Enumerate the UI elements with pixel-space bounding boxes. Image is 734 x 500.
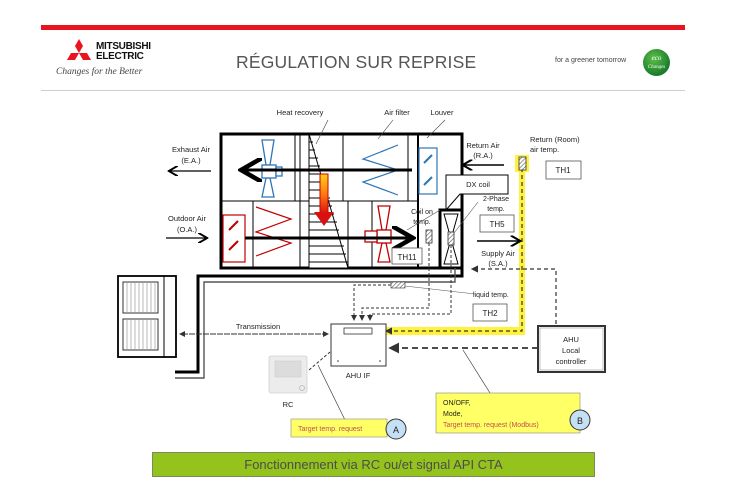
th5-box [479,214,515,233]
two-phase-label-1: 2-Phase [483,196,509,203]
refrigerant-pipes [175,264,476,379]
louver-icon [418,147,438,195]
callout-b-line-1: ON/OFF, [443,400,471,407]
ahu-local-label-3: controller [556,357,587,366]
callout-b: ON/OFF, Mode, Target temp. request (Modb… [435,392,591,434]
supply-air-label: Supply Air [481,249,515,258]
three-diamonds-icon [67,39,91,60]
slogan: for a greener tomorrow [555,57,627,64]
brand-line-2: ELECTRIC [96,51,144,62]
transmission-label: Transmission [236,322,280,331]
coil-on-sensor [425,229,433,244]
sensor-signal-lines [351,243,452,321]
th11-label: TH11 [398,253,418,262]
louver-label: Louver [431,108,454,117]
preheat-coil-icon [254,206,293,257]
brand-line-1: MITSUBISHI [96,41,151,52]
outdoor-damper-icon [222,214,246,263]
outdoor-air-label: Outdoor Air [168,214,206,223]
ahu-interface-box: AHU IF [330,323,387,380]
ahu-unit: TH11 Coil on temp. [219,132,464,270]
eco-text: eco [651,54,662,62]
th1-box [545,160,582,180]
heat-recovery-label: Heat recovery [277,108,324,117]
brand-tagline: Changes for the Better [56,67,143,77]
liquid-temp-label: liquid temp. [473,292,509,299]
footer-caption: Fonctionnement via RC ou/et signal API C… [152,452,595,477]
exhaust-air-label: Exhaust Air [172,145,210,154]
return-temp-sensor [518,156,527,171]
return-room-temp-label-2: air temp. [530,145,559,154]
ahu-local-label-2: Local [562,346,580,355]
dx-coil-label: DX coil [466,180,490,189]
th2-label: TH2 [482,309,498,318]
rc-label: RC [283,400,294,409]
ahu-local-label-1: AHU [563,335,579,344]
exhaust-air-abbr: (E.A.) [181,156,201,165]
two-phase-label-2: temp. [487,206,505,213]
callout-b-line-3: Target temp. request (Modbus) [443,422,539,429]
brand-name: MITSUBISHI ELECTRIC [96,42,151,62]
coil-on-label-2: temp. [413,219,431,226]
header-red-bar [41,25,685,30]
two-phase-sensor [447,231,455,246]
callout-a-text: Target temp. request [298,426,362,433]
callout-a-badge: A [393,425,399,435]
return-room-temp-label-1: Return (Room) [530,135,580,144]
th11-box [391,247,423,265]
callout-b-line-2: Mode, [443,411,463,418]
heat-recovery-exchanger [308,133,349,269]
remote-controller-icon: RC [268,355,308,409]
coil-on-label-1: Coil on [411,209,433,216]
ahu-local-controller: AHU Local controller [537,325,606,373]
th5-label: TH5 [489,220,505,229]
return-air-label: Return Air [466,141,500,150]
return-air-abbr: (R.A.) [473,151,493,160]
th1-label: TH1 [555,166,571,175]
liquid-temp-sensor [390,281,406,289]
air-filter-label: Air filter [384,108,410,117]
changes-text: Changes [647,65,666,70]
outdoor-unit [117,275,177,358]
mitsubishi-logo: MITSUBISHI ELECTRIC Changes for the Bett… [56,37,186,83]
supply-air-abbr: (S.A.) [488,259,508,268]
callout-b-badge: B [577,416,583,426]
callout-a: Target temp. request A [290,418,407,440]
page-title: RÉGULATION SUR REPRISE [236,52,477,72]
th2-box [472,303,508,322]
header-divider [41,90,685,91]
ahu-if-label: AHU IF [346,371,371,380]
outdoor-air-abbr: (O.A.) [177,225,198,234]
